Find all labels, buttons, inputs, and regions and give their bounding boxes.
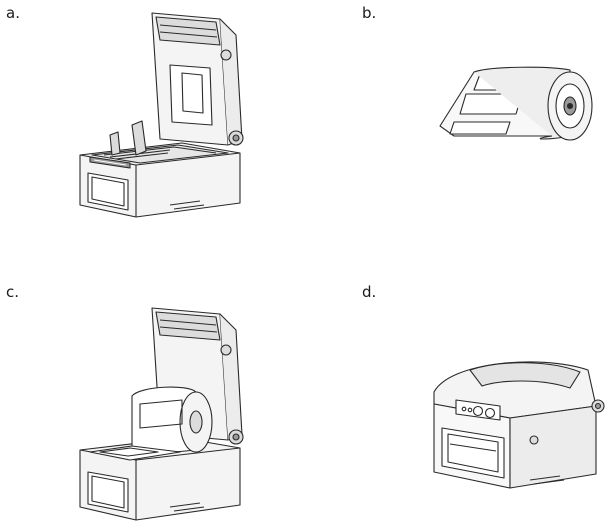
panel-label-d: d. xyxy=(362,283,377,301)
panel-label-a: a. xyxy=(6,4,20,22)
closed-printer-icon xyxy=(420,348,610,498)
panel-label-b: b. xyxy=(362,4,377,22)
figure-loaded-printer xyxy=(70,300,255,525)
label-roll-icon xyxy=(430,64,610,146)
panel-label-c: c. xyxy=(6,283,20,301)
figure-open-printer xyxy=(70,5,255,220)
figure-label-roll xyxy=(430,64,610,146)
loaded-printer-icon xyxy=(70,300,255,525)
figure-closed-printer xyxy=(420,348,610,498)
open-printer-icon xyxy=(70,5,255,220)
